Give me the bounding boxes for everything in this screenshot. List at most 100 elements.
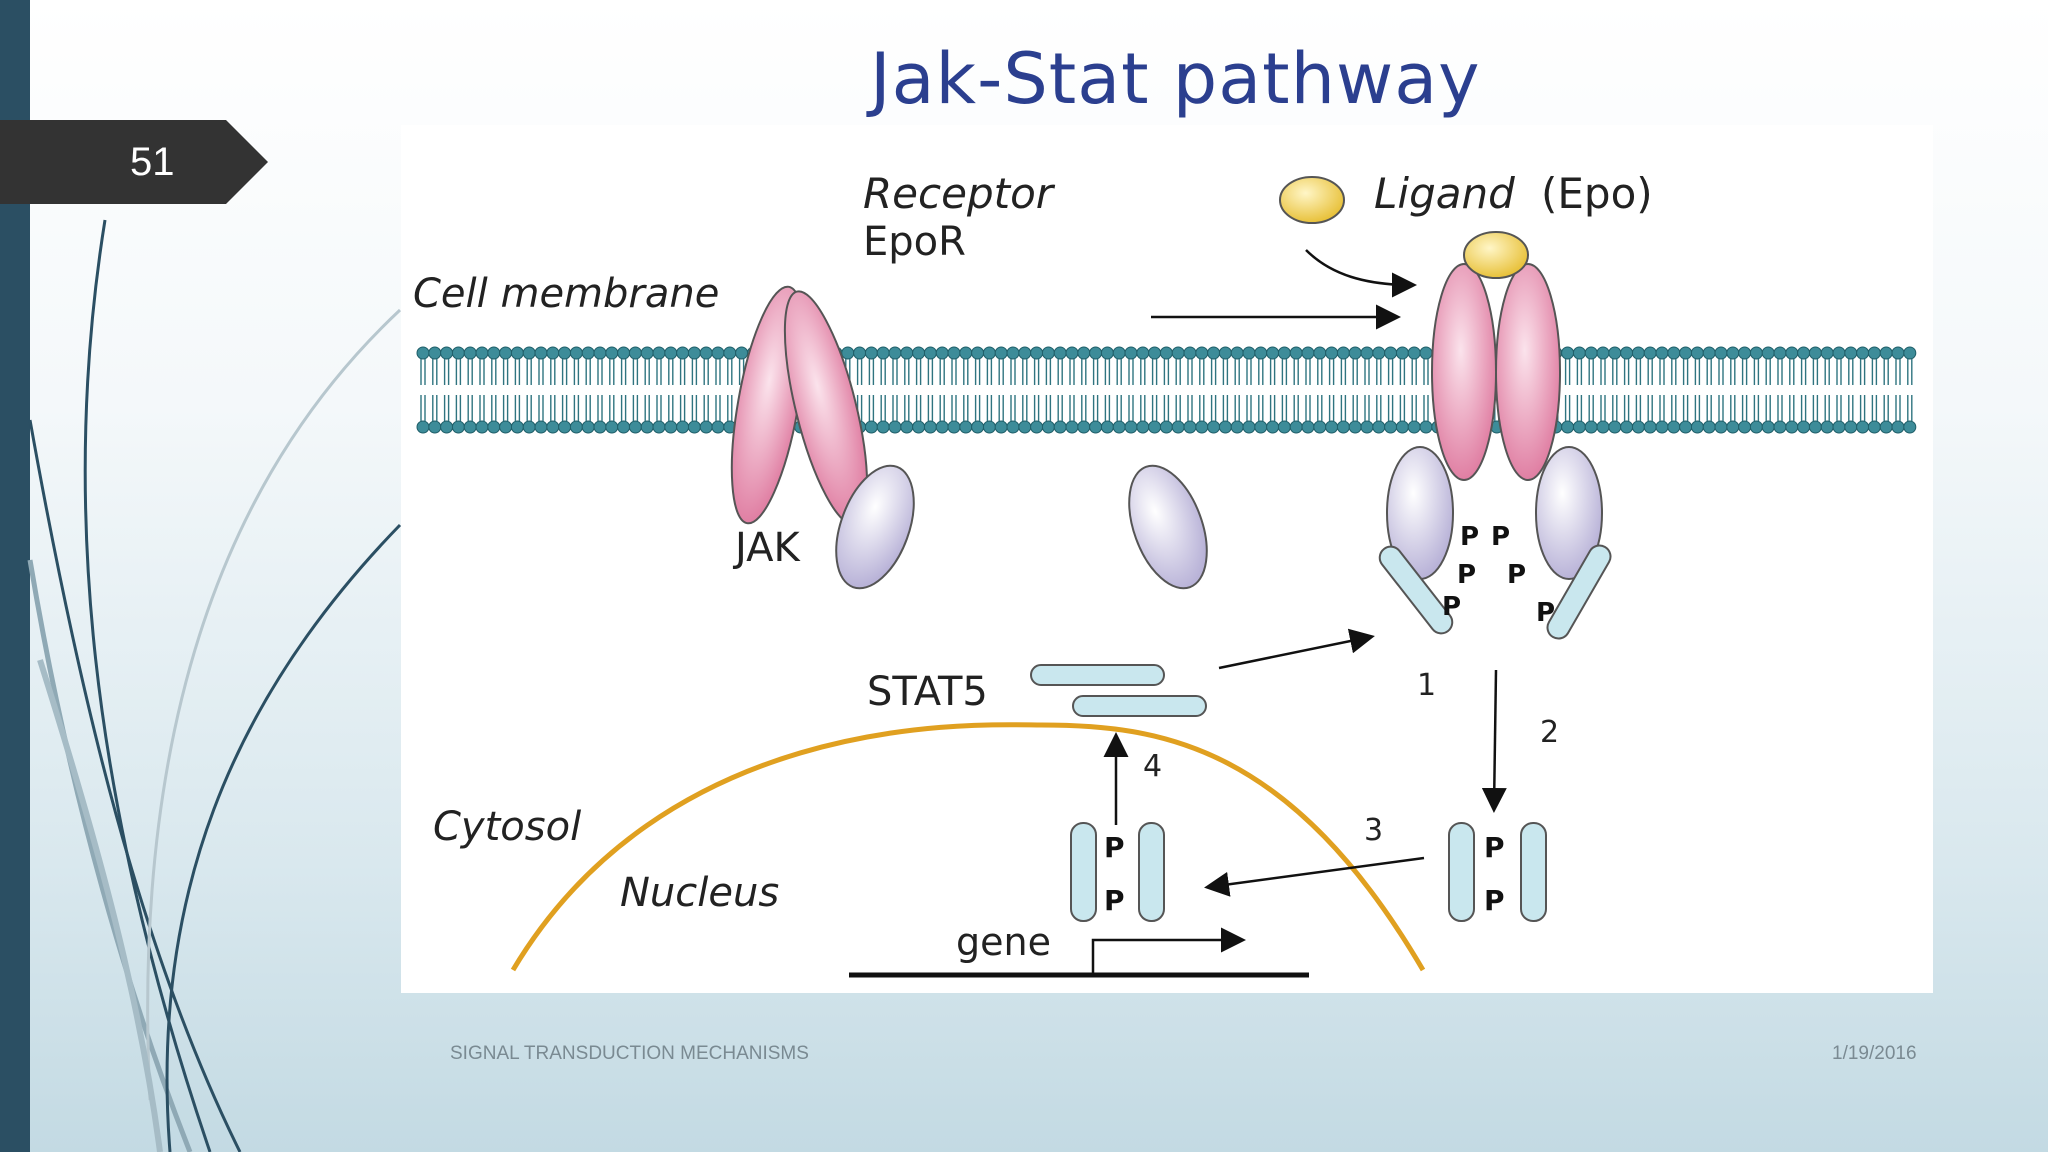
- lipid-tail: [1281, 395, 1288, 421]
- lipid-head: [487, 420, 501, 434]
- lipid-head: [1077, 346, 1091, 360]
- ligand-epo-free: [1279, 176, 1345, 224]
- lipid-tail: [1010, 359, 1016, 385]
- lipid-tail: [715, 359, 721, 385]
- lipid-tail: [1730, 359, 1736, 385]
- lipid-head: [652, 346, 666, 360]
- lipid-head: [1797, 420, 1811, 434]
- lipid-tail: [1045, 395, 1052, 421]
- lipid-tail: [1258, 359, 1264, 385]
- lipid-tail: [1753, 359, 1760, 385]
- lipid-head: [1891, 420, 1905, 434]
- lipid-head: [499, 346, 513, 360]
- lipid-tail: [1800, 359, 1807, 385]
- step-4-label: 4: [1143, 749, 1162, 784]
- lipid-head: [1053, 346, 1067, 360]
- lipid-tail: [986, 359, 993, 385]
- lipid-tail: [1022, 395, 1028, 421]
- lipid-head: [1100, 346, 1114, 360]
- lipid-tail: [1222, 359, 1229, 385]
- jak-protein-left: [835, 464, 915, 590]
- lipid-head: [1714, 420, 1728, 434]
- lipid-tail: [1741, 395, 1748, 421]
- lipid-tail: [585, 395, 591, 421]
- lipid-head: [1372, 346, 1386, 360]
- lipid-tail: [856, 359, 863, 385]
- lipid-tail: [1659, 359, 1665, 385]
- lipid-tail: [467, 395, 473, 421]
- lipid-head: [923, 346, 937, 360]
- lipid-head: [1207, 420, 1221, 434]
- lipid-tail: [1258, 395, 1264, 421]
- lipid-tail: [1092, 395, 1099, 421]
- lipid-head: [1832, 420, 1846, 434]
- lipid-tail: [1859, 359, 1866, 385]
- lipid-head: [581, 346, 595, 360]
- lipid-tail: [620, 395, 627, 421]
- lipid-head: [1230, 420, 1244, 434]
- stat5-dimer-nucleus: [1070, 822, 1165, 922]
- lipid-head: [1596, 346, 1610, 360]
- lipid-tail: [963, 395, 969, 421]
- lipid-head: [1584, 346, 1598, 360]
- nucleus-envelope: [510, 722, 1426, 972]
- lipid-tail: [1210, 359, 1217, 385]
- stat5-label: STAT5: [867, 669, 988, 715]
- lipid-head: [593, 420, 607, 434]
- lipid-head: [888, 420, 902, 434]
- lipid-tail: [951, 359, 957, 385]
- lipid-head: [1277, 420, 1291, 434]
- lipid-tail: [1718, 359, 1724, 385]
- lipid-tail: [1812, 395, 1819, 421]
- lipid-head: [1372, 420, 1386, 434]
- lipid-head: [1749, 420, 1763, 434]
- lipid-head: [1702, 420, 1716, 434]
- lipid-head: [959, 346, 973, 360]
- lipid-head: [1289, 346, 1303, 360]
- lipid-head: [841, 346, 855, 360]
- receptor-epor-inactive: [730, 285, 869, 526]
- lipid-tail: [656, 359, 662, 385]
- lipid-head: [1395, 346, 1409, 360]
- lipid-tail: [656, 395, 662, 421]
- lipid-head: [1891, 346, 1905, 360]
- lipid-tail: [561, 359, 568, 385]
- lipid-tail: [502, 359, 509, 385]
- lipid-tail: [1423, 395, 1429, 421]
- lipid-head: [1065, 346, 1079, 360]
- lipid-head: [1785, 420, 1799, 434]
- lipid-tail: [479, 359, 485, 385]
- lipid-head: [994, 420, 1008, 434]
- lipid-tail: [1623, 359, 1630, 385]
- lipid-tail: [1175, 395, 1181, 421]
- lipid-head: [1159, 420, 1173, 434]
- lipid-tail: [573, 359, 580, 385]
- lipid-tail: [514, 359, 521, 385]
- lipid-tail: [443, 395, 450, 421]
- lipid-tail: [1187, 395, 1193, 421]
- lipid-tail: [679, 359, 686, 385]
- lipid-tail: [432, 359, 438, 385]
- lipid-tail: [538, 359, 544, 385]
- lipid-head: [912, 420, 926, 434]
- lipid-tail: [1234, 359, 1240, 385]
- lipid-head: [522, 420, 536, 434]
- lipid-tail: [1387, 395, 1394, 421]
- lipid-tail: [514, 395, 521, 421]
- lipid-tail: [1293, 359, 1299, 385]
- lipid-head: [440, 420, 454, 434]
- lipid-head: [1407, 346, 1421, 360]
- lipid-tail: [715, 395, 721, 421]
- lipid-tail: [491, 359, 497, 385]
- lipid-head: [1631, 346, 1645, 360]
- lipid-head: [1100, 420, 1114, 434]
- lipid-head: [1726, 346, 1740, 360]
- lipid-head: [1030, 346, 1044, 360]
- lipid-tail: [1163, 395, 1170, 421]
- lipid-head: [1183, 420, 1197, 434]
- ligand-label: Ligand: [1374, 169, 1515, 218]
- lipid-head: [1856, 420, 1870, 434]
- lipid-tail: [1671, 359, 1677, 385]
- stat-bound-left: [1378, 545, 1454, 635]
- lipid-tail: [1730, 395, 1736, 421]
